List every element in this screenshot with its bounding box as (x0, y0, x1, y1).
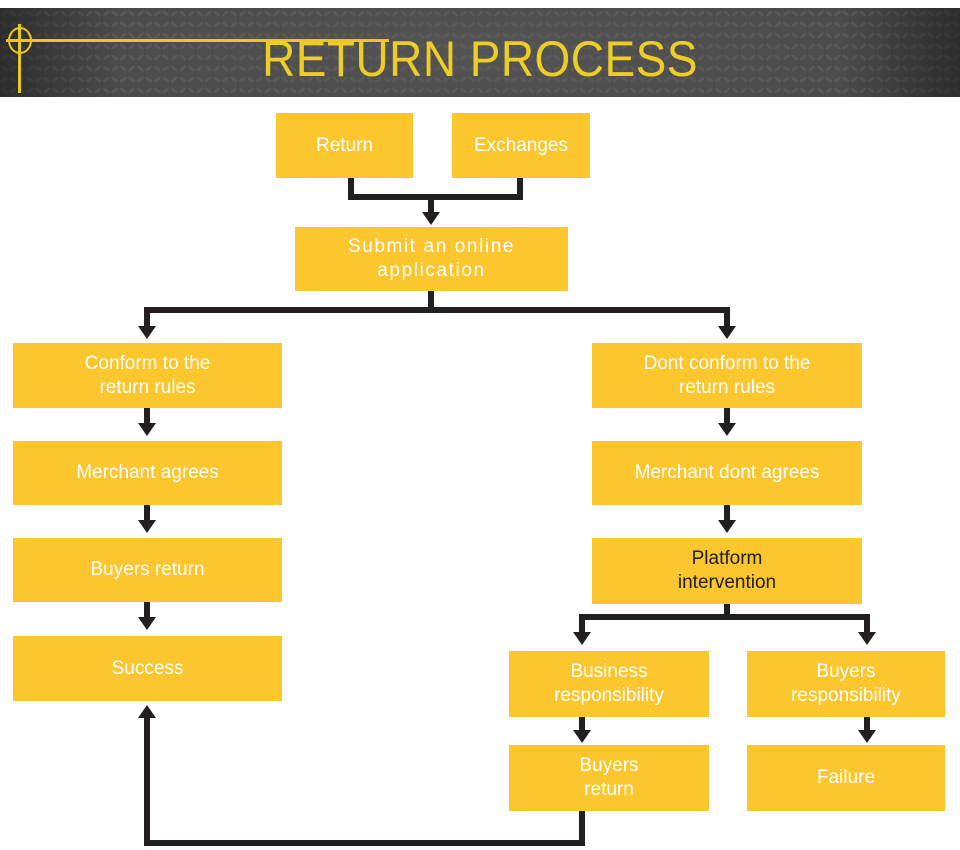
connector-feedback-left (144, 840, 585, 846)
connector-dontconform-to-merchantdont (724, 408, 730, 426)
node-merchant-agrees[interactable]: Merchant agrees (13, 441, 282, 505)
connector-split-left-down (144, 307, 150, 329)
node-submit-application[interactable]: Submit an online application (295, 227, 568, 291)
header-right-shade (840, 8, 960, 97)
header-vignette (0, 8, 960, 97)
connector-split-bl-down (579, 614, 585, 634)
connector-return-down (348, 178, 354, 200)
arrowhead-to-submit (422, 212, 440, 225)
connector-merchant-to-buyers (144, 505, 150, 523)
arrowhead-to-merchant-agrees (138, 423, 156, 436)
connector-submit-down (428, 291, 434, 313)
connector-platform-down (724, 604, 730, 620)
node-return[interactable]: Return (276, 113, 413, 178)
node-success[interactable]: Success (13, 636, 282, 701)
connector-buyers-to-success (144, 602, 150, 620)
node-buyers-return-right[interactable]: Buyers return (509, 745, 709, 811)
connector-split-br-down (864, 614, 870, 634)
connector-buyersresp-to-failure (864, 717, 870, 732)
connector-split-right-down (724, 307, 730, 329)
arrowhead-to-success (138, 617, 156, 630)
header-vertical-rule (18, 24, 21, 93)
connector-business-to-buyersreturn (579, 717, 585, 732)
node-business-responsibility[interactable]: Business responsibility (509, 651, 709, 717)
arrowhead-to-buyers-return-right (573, 730, 591, 743)
page-header: RETURN PROCESS (0, 8, 960, 97)
node-failure[interactable]: Failure (747, 745, 945, 811)
connector-feedback-up (144, 718, 150, 846)
page-title: RETURN PROCESS (262, 31, 698, 87)
connector-conform-to-merchant (144, 408, 150, 426)
node-merchant-dont-agrees[interactable]: Merchant dont agrees (592, 441, 862, 505)
header-circle-icon (8, 27, 32, 54)
connector-split-bar-top (144, 307, 730, 313)
node-exchanges[interactable]: Exchanges (452, 113, 590, 178)
node-dont-conform-rules[interactable]: Dont conform to the return rules (592, 343, 862, 408)
node-buyers-return-left[interactable]: Buyers return (13, 538, 282, 602)
connector-feedback-down (579, 811, 585, 846)
connector-merge-down (428, 194, 434, 216)
node-conform-rules[interactable]: Conform to the return rules (13, 343, 282, 408)
node-platform-intervention[interactable]: Platform intervention (592, 538, 862, 604)
connector-merchantdont-to-platform (724, 505, 730, 523)
connector-split-bar-bottom (579, 614, 870, 620)
arrowhead-to-failure (858, 730, 876, 743)
arrowhead-to-dont-conform (718, 326, 736, 339)
connector-exchanges-down (517, 178, 523, 200)
arrowhead-to-buyers-return-left (138, 520, 156, 533)
arrowhead-to-merchant-dont-agrees (718, 423, 736, 436)
node-buyers-responsibility[interactable]: Buyers responsibility (747, 651, 945, 717)
arrowhead-feedback-to-success (138, 705, 156, 718)
arrowhead-to-buyers-responsibility (858, 632, 876, 645)
arrowhead-to-business-responsibility (573, 632, 591, 645)
arrowhead-to-platform (718, 520, 736, 533)
connector-merge-bar (348, 194, 523, 200)
header-horizontal-rule (6, 39, 389, 42)
arrowhead-to-conform (138, 326, 156, 339)
